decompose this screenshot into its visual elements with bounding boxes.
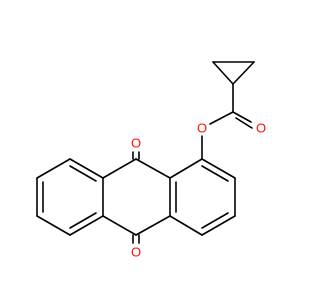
bond bbox=[169, 158, 203, 179]
bond-inner bbox=[69, 212, 97, 229]
bond bbox=[135, 158, 171, 179]
bond bbox=[69, 215, 104, 236]
atom-labels: O O O O bbox=[131, 121, 266, 260]
bond-inner bbox=[201, 165, 229, 182]
bond bbox=[201, 158, 236, 179]
molecule-structure: O O O O bbox=[36, 61, 266, 260]
oxygen-ketone-bottom: O bbox=[131, 245, 141, 260]
bond bbox=[36, 215, 71, 236]
carbonyl-bond bbox=[235, 117, 253, 129]
bond bbox=[102, 158, 137, 179]
bond-inner bbox=[201, 212, 229, 229]
bond bbox=[169, 215, 203, 236]
carbonyl-bond bbox=[232, 111, 252, 123]
bond bbox=[232, 61, 255, 85]
bond bbox=[36, 158, 71, 179]
bond-inner bbox=[69, 165, 97, 182]
bond bbox=[135, 215, 171, 236]
oxygen-ketone-top: O bbox=[131, 136, 141, 151]
oxygen-ester: O bbox=[197, 121, 207, 136]
bonds bbox=[36, 61, 255, 244]
bond bbox=[201, 215, 236, 236]
oxygen-carbonyl: O bbox=[256, 121, 266, 136]
bond bbox=[69, 158, 104, 179]
bond bbox=[212, 61, 234, 85]
bond bbox=[102, 215, 137, 236]
structure-canvas: O O O O bbox=[36, 61, 266, 260]
bond bbox=[209, 111, 234, 125]
